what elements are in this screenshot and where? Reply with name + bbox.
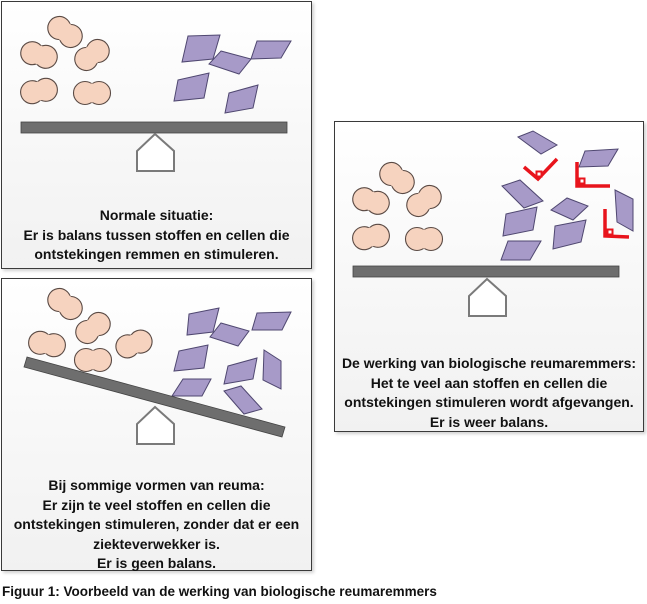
cell (47, 15, 83, 49)
balance-beam (352, 265, 620, 278)
cell (20, 41, 58, 69)
panel-line: Er is balans tussen stoffen en cellen di… (23, 226, 290, 243)
cell-group (352, 161, 444, 252)
molecule (209, 322, 250, 347)
balance-beam (20, 121, 288, 134)
molecule (173, 344, 209, 372)
molecule (251, 311, 292, 331)
cell (352, 223, 390, 251)
panel-line: ziekteverwekker is. (93, 535, 220, 552)
panel-line: ontstekingen remmen en stimuleren. (34, 246, 279, 263)
cell (75, 311, 111, 345)
cell (47, 287, 83, 321)
molecule-group (500, 130, 634, 261)
molecule (578, 148, 619, 168)
panel-biological-inhibitors: De werking van biologische reumaremmers:… (334, 121, 644, 432)
molecule (224, 84, 259, 114)
molecule (500, 240, 542, 261)
illustration-normal (20, 15, 292, 172)
panel-line: Er is weer balans. (429, 413, 549, 430)
cell (379, 161, 415, 195)
panel-normal-situation: Normale situatie: Er is balans tussen st… (1, 1, 312, 269)
inhibitor-antibody (603, 209, 630, 239)
molecule (171, 378, 212, 397)
molecule (223, 357, 258, 385)
panel-reuma-imbalance: Bij sommige vormen van reuma: Er zijn te… (1, 278, 312, 571)
cell (28, 330, 66, 358)
molecule (550, 197, 589, 221)
balance-beam (23, 356, 286, 438)
molecule (250, 40, 292, 60)
panel-text: Bij sommige vormen van reuma: Er zijn te… (2, 476, 311, 574)
panel-line: ontstekingen stimuleren, zonder dat er e… (13, 516, 300, 533)
cell (115, 329, 153, 359)
molecule (501, 179, 544, 209)
molecule (186, 307, 220, 336)
cell-group (28, 287, 153, 373)
inhibitor-antibody (575, 162, 610, 188)
molecule (614, 189, 634, 232)
fulcrum (468, 277, 507, 317)
cell (20, 77, 58, 105)
illustration-reuma (23, 287, 292, 445)
molecule (208, 50, 252, 75)
cell (73, 347, 113, 373)
panel-text: De werking van biologische reumaremmers:… (335, 354, 643, 432)
panel-text: Normale situatie: Er is balans tussen st… (2, 206, 311, 265)
molecule-group (173, 34, 292, 114)
cell (74, 38, 110, 72)
cell-group (20, 15, 112, 106)
cell (72, 80, 112, 106)
fulcrum (136, 132, 175, 172)
fulcrum (136, 405, 175, 445)
molecule (502, 206, 538, 237)
molecule (223, 385, 263, 415)
cell (352, 187, 390, 215)
molecule (552, 219, 587, 250)
cell (406, 184, 442, 218)
cell (404, 226, 444, 252)
panel-heading: De werking van biologische reumaremmers: (341, 355, 637, 371)
panel-line: Het te veel aan stoffen en cellen die (370, 374, 608, 391)
illustration-bio (352, 130, 634, 317)
molecule (262, 349, 282, 390)
inhibitor-group (522, 157, 630, 239)
panel-heading: Bij sommige vormen van reuma: (48, 477, 265, 493)
molecule (516, 130, 559, 155)
figure-caption: Figuur 1: Voorbeeld van de werking van b… (2, 584, 437, 599)
panel-line: Er is geen balans. (96, 555, 217, 572)
molecule (173, 72, 210, 102)
inhibitor-antibody (522, 157, 559, 182)
panel-heading: Normale situatie: (99, 207, 214, 223)
molecule-group (171, 307, 292, 415)
panel-line: ontstekingen stimuleren wordt afgevangen… (344, 394, 634, 411)
panel-line: Er zijn te veel stoffen en cellen die (42, 496, 271, 513)
